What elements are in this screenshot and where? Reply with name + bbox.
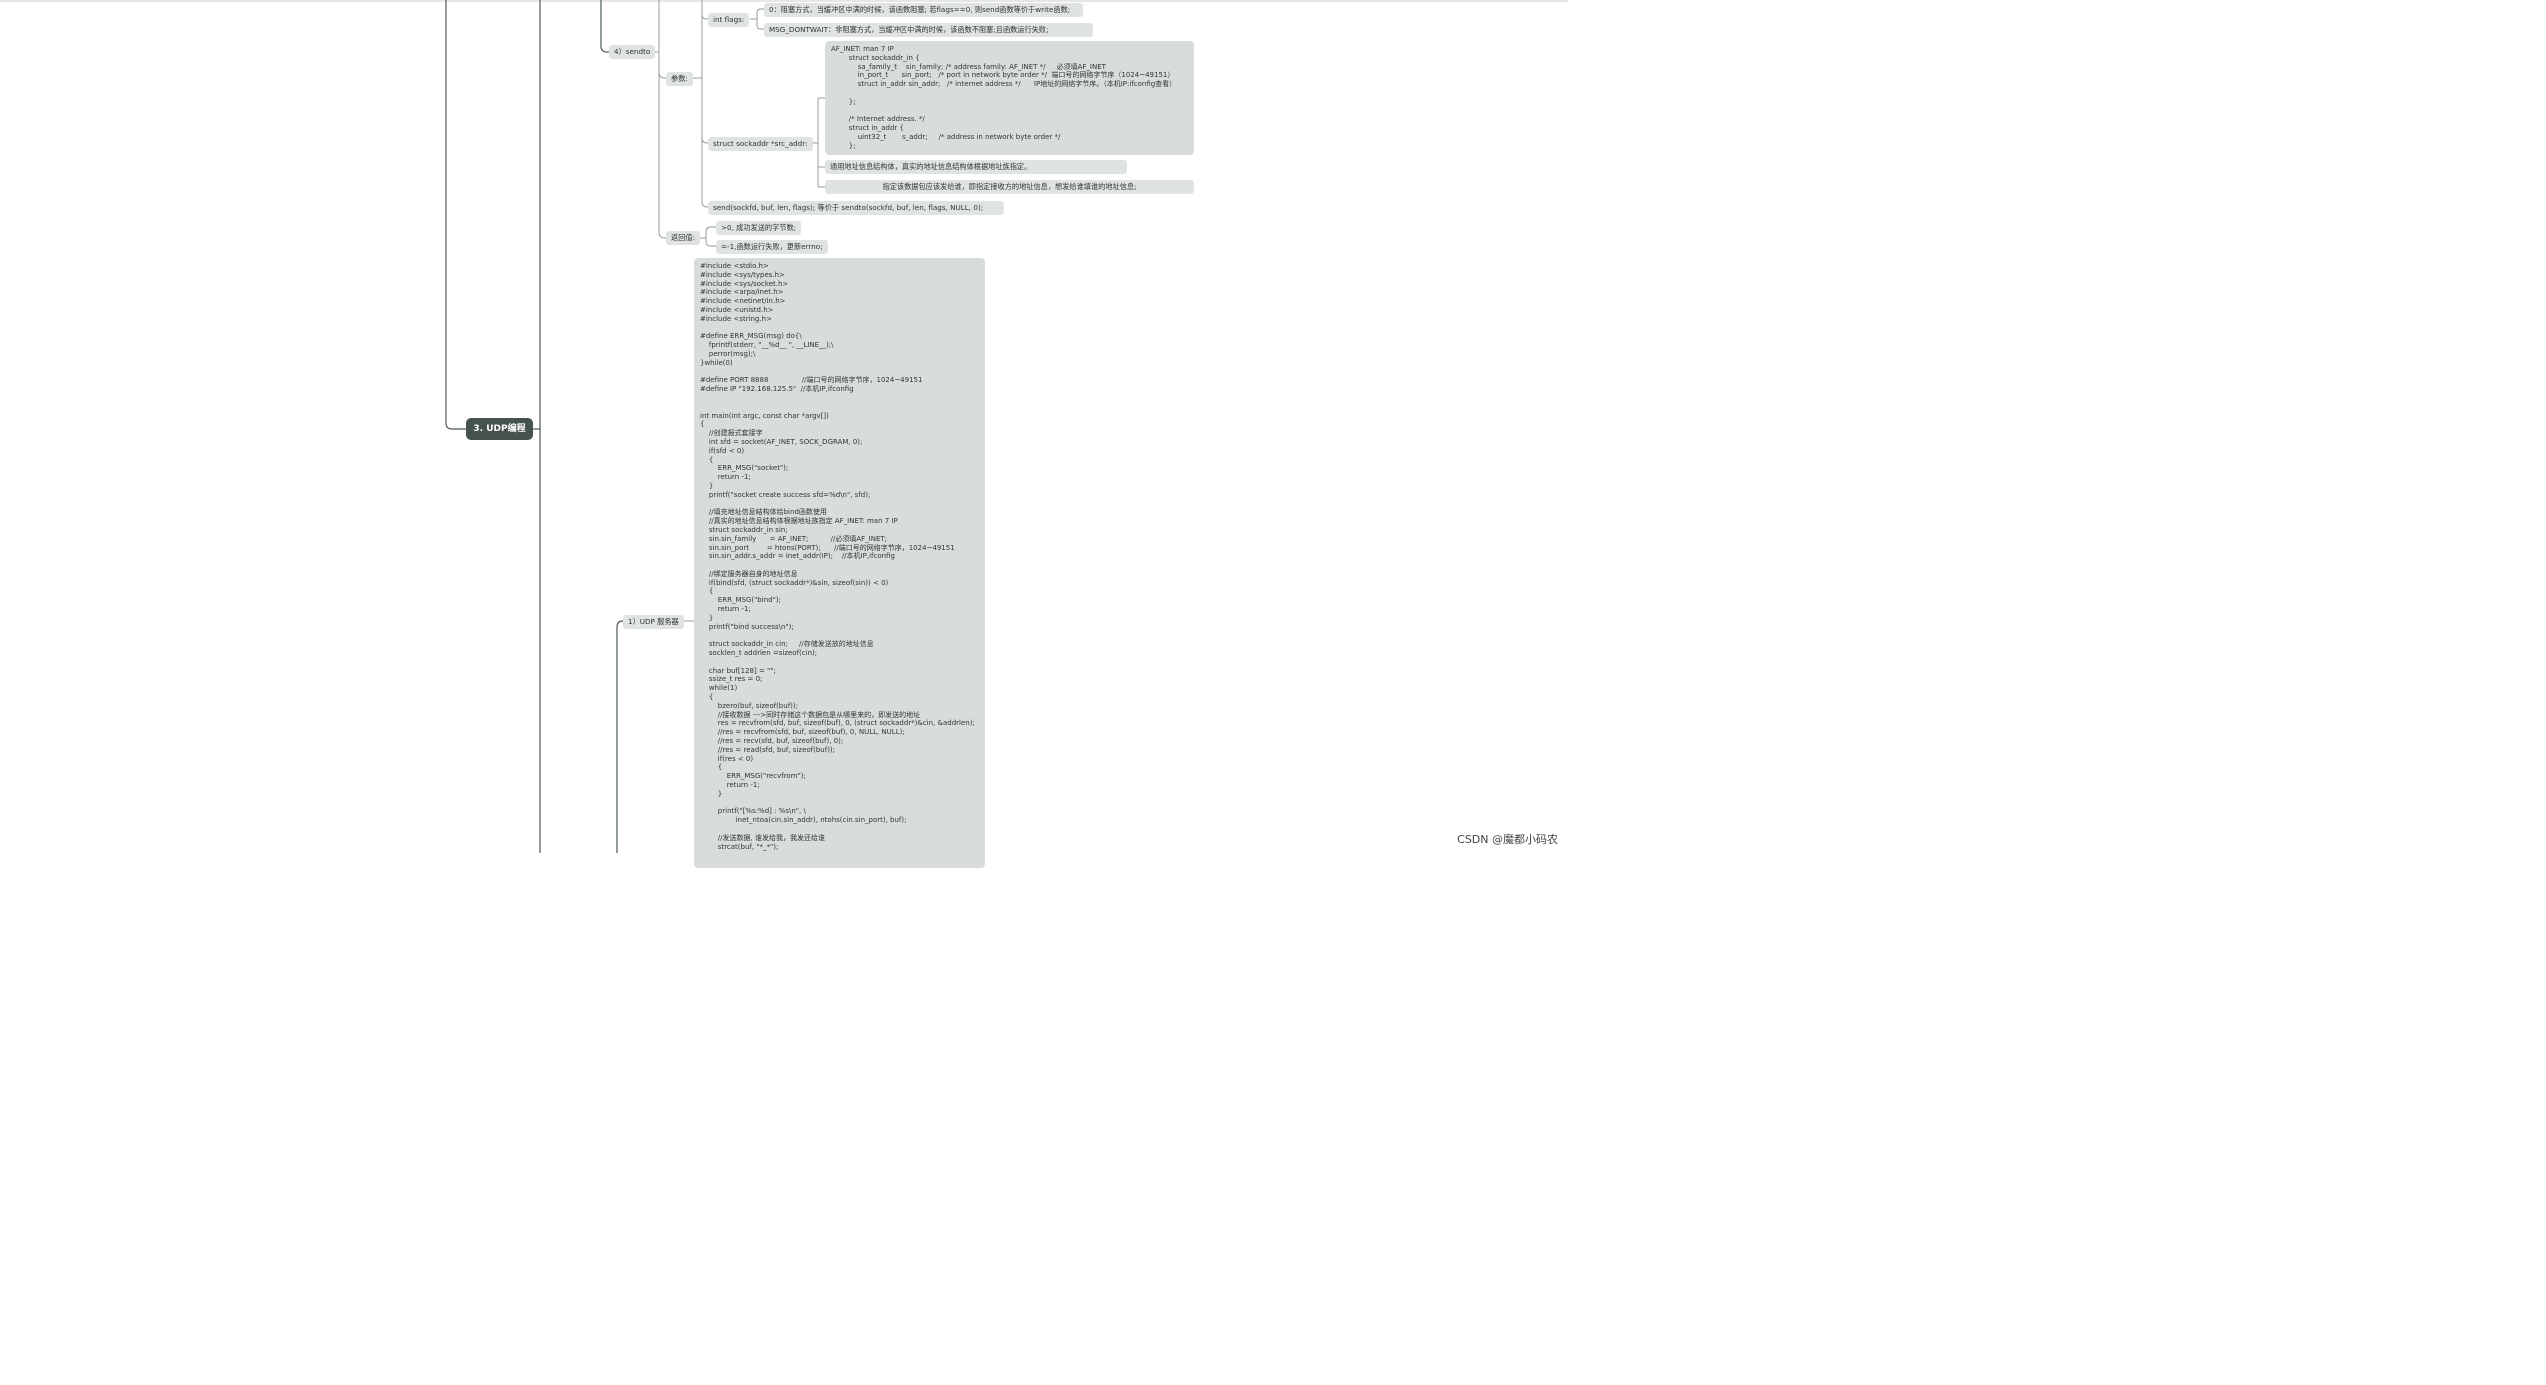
root-node-udp-programming[interactable]: 3. UDP编程 [466, 418, 533, 440]
flags-node[interactable]: int flags: [708, 13, 750, 27]
return-error-node[interactable]: =-1,函数运行失败，更新errno; [716, 240, 828, 254]
connector-lines [445, 0, 825, 853]
destination-address-note[interactable]: 指定该数据包应该发给谁，即指定接收方的地址信息，想发给谁填谁的地址信息; [825, 180, 1194, 194]
top-edge [0, 0, 1568, 2]
sockaddr-in-code-box[interactable]: AF_INET: man 7 IP struct sockaddr_in { s… [825, 41, 1194, 155]
return-success-node[interactable]: >0, 成功发送的字节数; [716, 221, 802, 235]
flags-option-dontwait[interactable]: MSG_DONTWAIT：非阻塞方式，当缓冲区中满的时候，该函数不阻塞;且函数运… [764, 23, 1093, 37]
flags-option-block[interactable]: 0：阻塞方式，当缓冲区中满的时候，该函数阻塞; 若flags==0, 则send… [764, 3, 1083, 17]
csdn-watermark: CSDN @魔都小码农 [1457, 833, 1558, 846]
udp-server-node[interactable]: 1）UDP 服务器 [623, 615, 684, 629]
params-node[interactable]: 参数: [666, 72, 693, 86]
src-addr-node[interactable]: struct sockaddr *src_addr: [708, 137, 813, 151]
sendto-node[interactable]: 4）sendto [609, 45, 656, 59]
send-equivalence-node[interactable]: send(sockfd, buf, len, flags); 等价于 sendt… [708, 201, 1004, 215]
udp-server-code-box[interactable]: #include <stdio.h> #include <sys/types.h… [694, 258, 985, 868]
generic-address-note[interactable]: 通用地址信息结构体，真实的地址信息结构体根据地址族指定。 [825, 160, 1127, 174]
return-value-node[interactable]: 返回值: [666, 231, 700, 245]
